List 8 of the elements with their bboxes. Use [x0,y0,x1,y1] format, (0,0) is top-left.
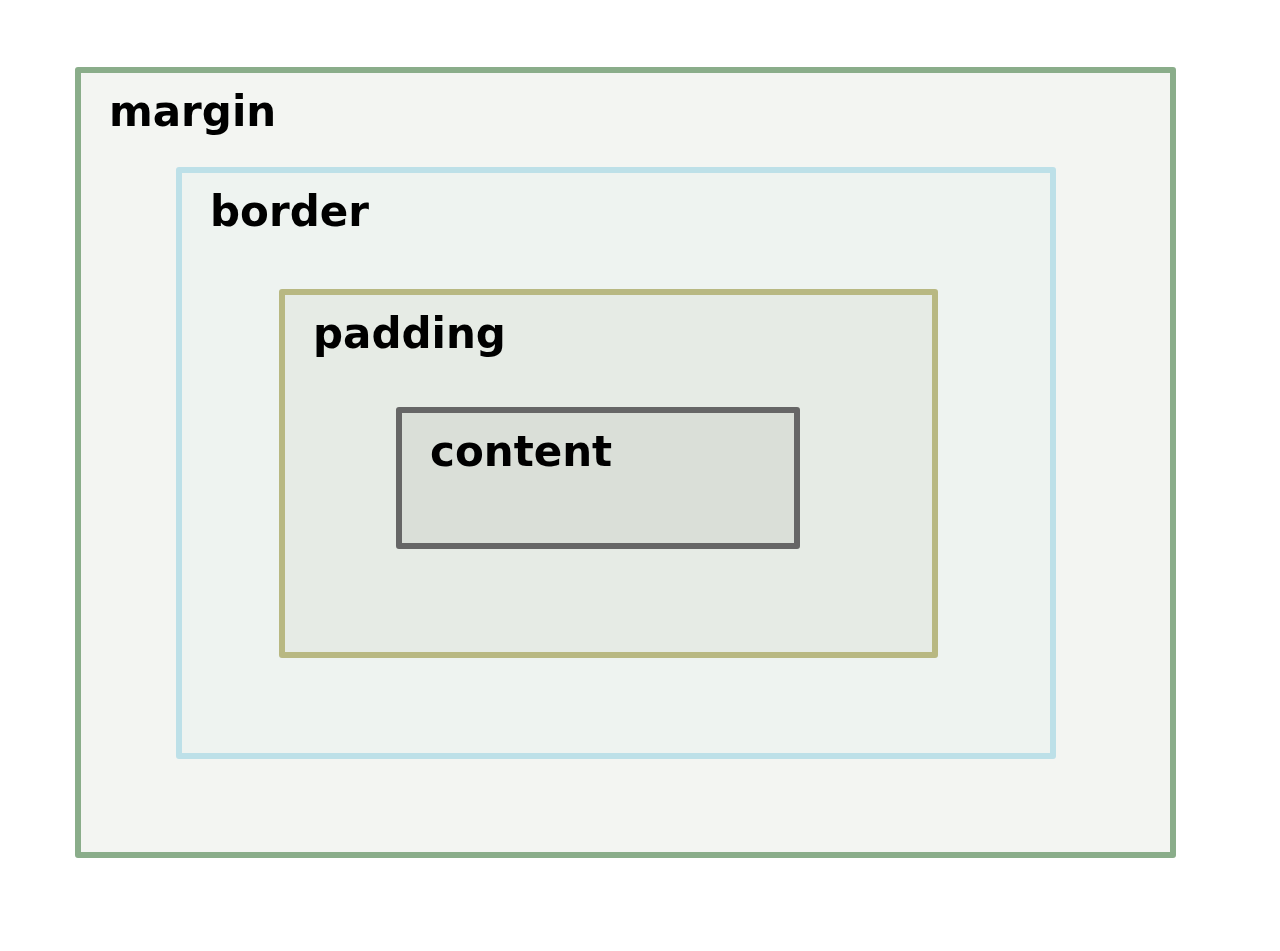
border-box [176,167,1056,759]
box-label: border [210,189,369,236]
margin-box [75,67,1176,858]
box-label: content [430,429,613,476]
box-label: margin [109,89,277,136]
padding-box [279,289,938,658]
content-box [396,407,800,549]
box-label: padding [313,311,506,358]
